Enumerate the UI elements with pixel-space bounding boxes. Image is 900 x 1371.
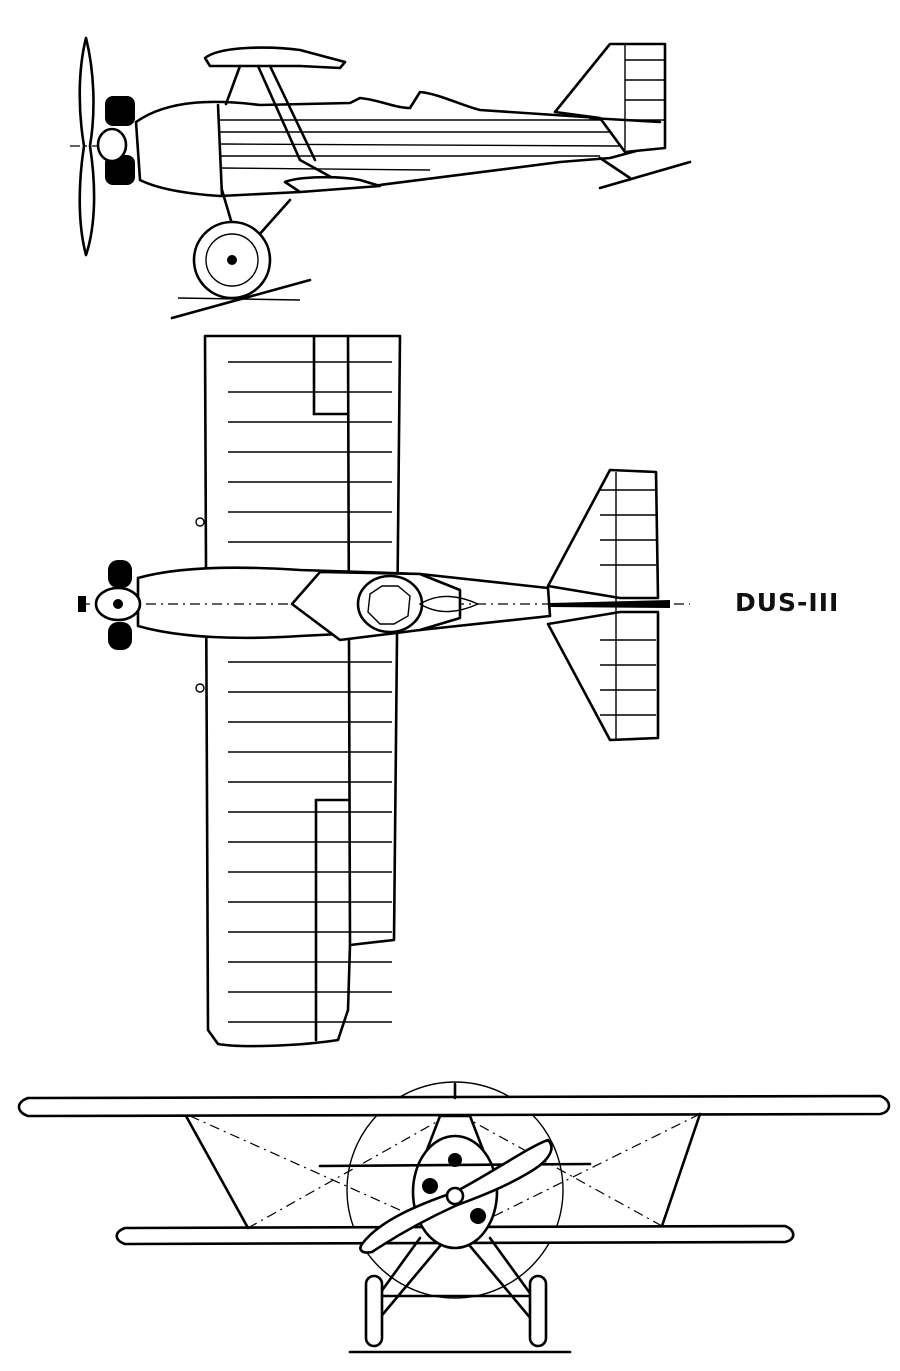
- front-view: [17, 1081, 891, 1354]
- side-struts: [224, 64, 342, 184]
- side-engine: [96, 96, 135, 185]
- aircraft-designation: DUS-III: [735, 588, 840, 617]
- front-interplane-struts: [184, 1112, 702, 1230]
- top-tailplane-lower: [546, 610, 660, 742]
- front-wheels: [364, 1274, 548, 1348]
- top-tailplane-upper: [546, 468, 660, 600]
- front-landing-gear: [376, 1236, 534, 1322]
- top-view: [78, 334, 690, 1048]
- top-wing: [203, 334, 402, 1048]
- side-fuselage: [134, 90, 642, 198]
- side-lower-wing: [283, 175, 382, 194]
- top-engine: [78, 560, 142, 650]
- side-landing-gear: [220, 188, 292, 238]
- top-wing-ribs: [228, 361, 392, 1023]
- front-upper-wing: [17, 1094, 891, 1118]
- side-upper-wing: [203, 46, 347, 70]
- side-wheel: [192, 220, 272, 300]
- front-propeller-disc: [346, 1081, 564, 1299]
- side-view: [70, 36, 692, 320]
